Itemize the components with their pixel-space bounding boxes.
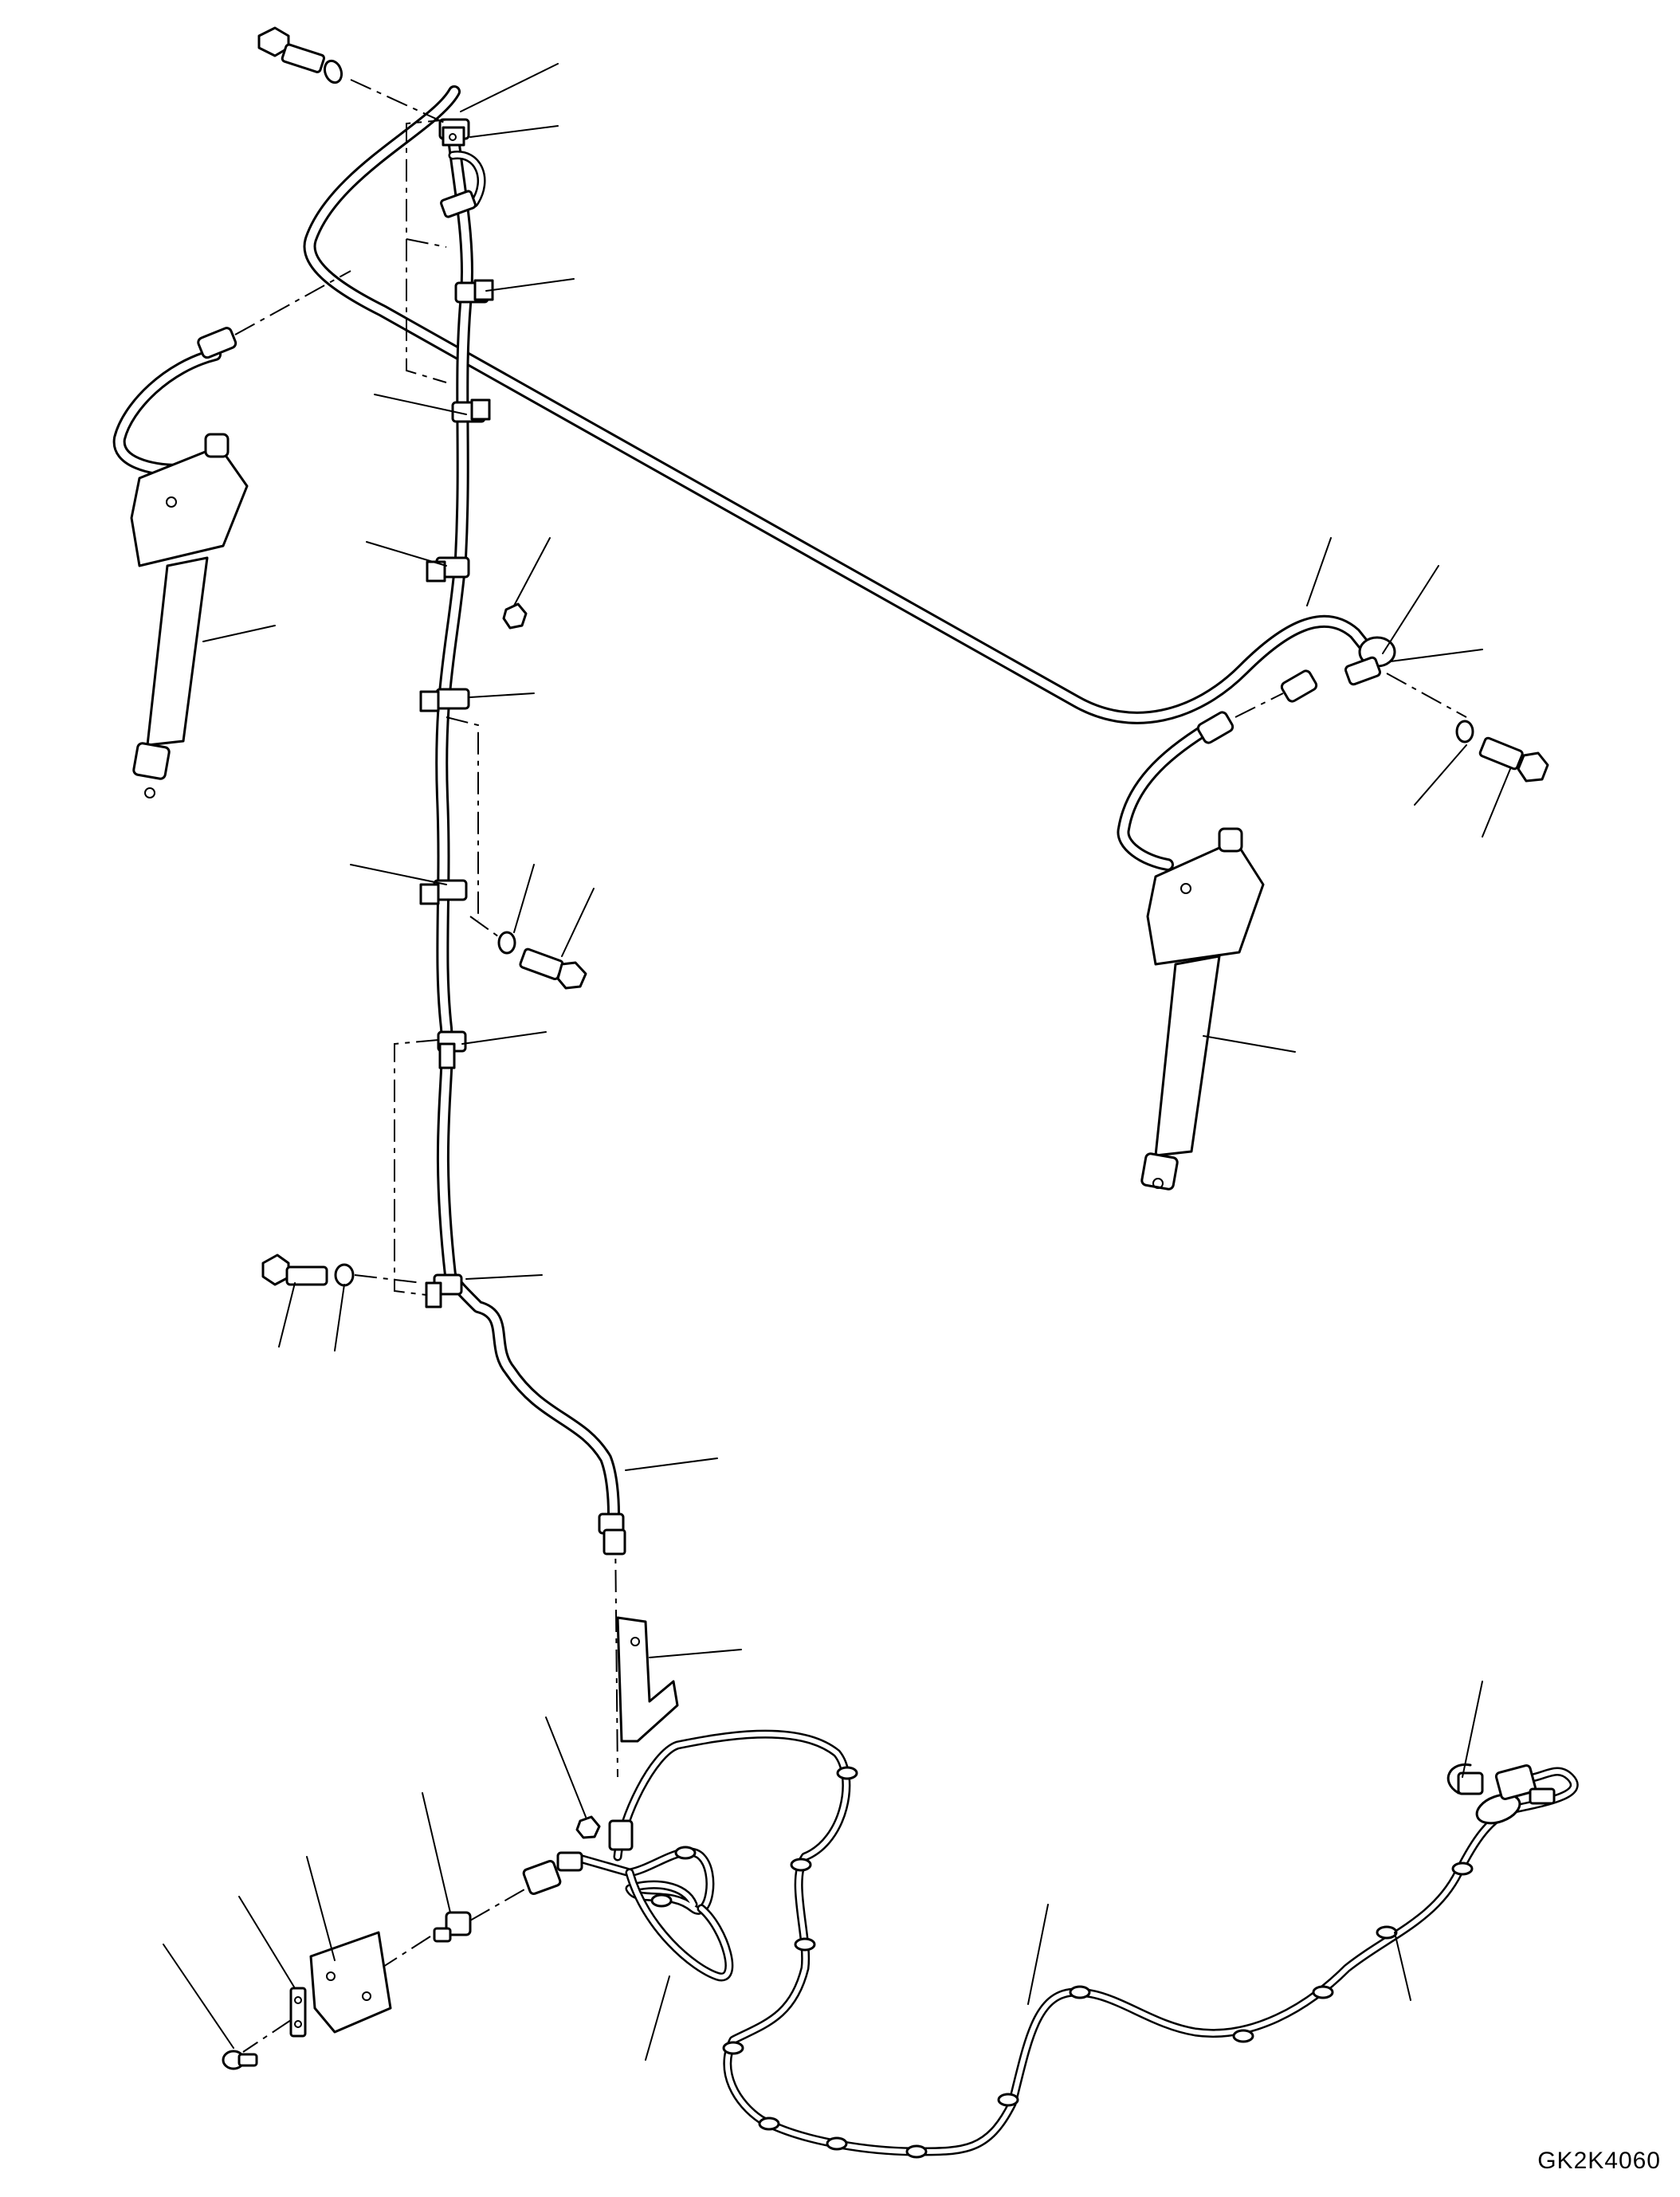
harness-ties <box>650 1766 1474 2159</box>
clamp-4 <box>451 398 491 423</box>
upper-cross-harness <box>303 85 1377 724</box>
clamp-8 <box>437 1030 467 1069</box>
clamp-7 <box>419 879 468 905</box>
junction-nut <box>575 1815 601 1839</box>
switch-assembly <box>222 1888 527 2070</box>
leader-lines <box>163 63 1511 2061</box>
clamp-1 <box>438 118 470 147</box>
clamp-3 <box>454 279 494 304</box>
nut <box>502 602 528 630</box>
lower-connector <box>598 1512 626 1556</box>
drawing-code: GK2K4060 <box>1537 2148 1661 2174</box>
lower-left-bolt <box>261 1253 423 1287</box>
clamp-5 <box>426 556 470 583</box>
left-retractor <box>112 270 351 798</box>
clamp-6 <box>419 688 470 712</box>
clamp-9 <box>425 1273 463 1308</box>
l-bracket <box>616 1616 679 1743</box>
lower-harness <box>522 1729 1579 2159</box>
vertical-main-harness <box>435 125 620 1520</box>
top-bolt <box>257 26 447 124</box>
harness-clamps <box>419 118 494 1308</box>
right-clamp-bolt <box>1344 636 1549 783</box>
clamp-2 <box>440 190 477 218</box>
right-retractor <box>1117 669 1318 1191</box>
mid-bolt <box>469 602 587 990</box>
assembly-guides <box>394 119 618 1778</box>
right-end-connector <box>1446 1763 1556 1825</box>
